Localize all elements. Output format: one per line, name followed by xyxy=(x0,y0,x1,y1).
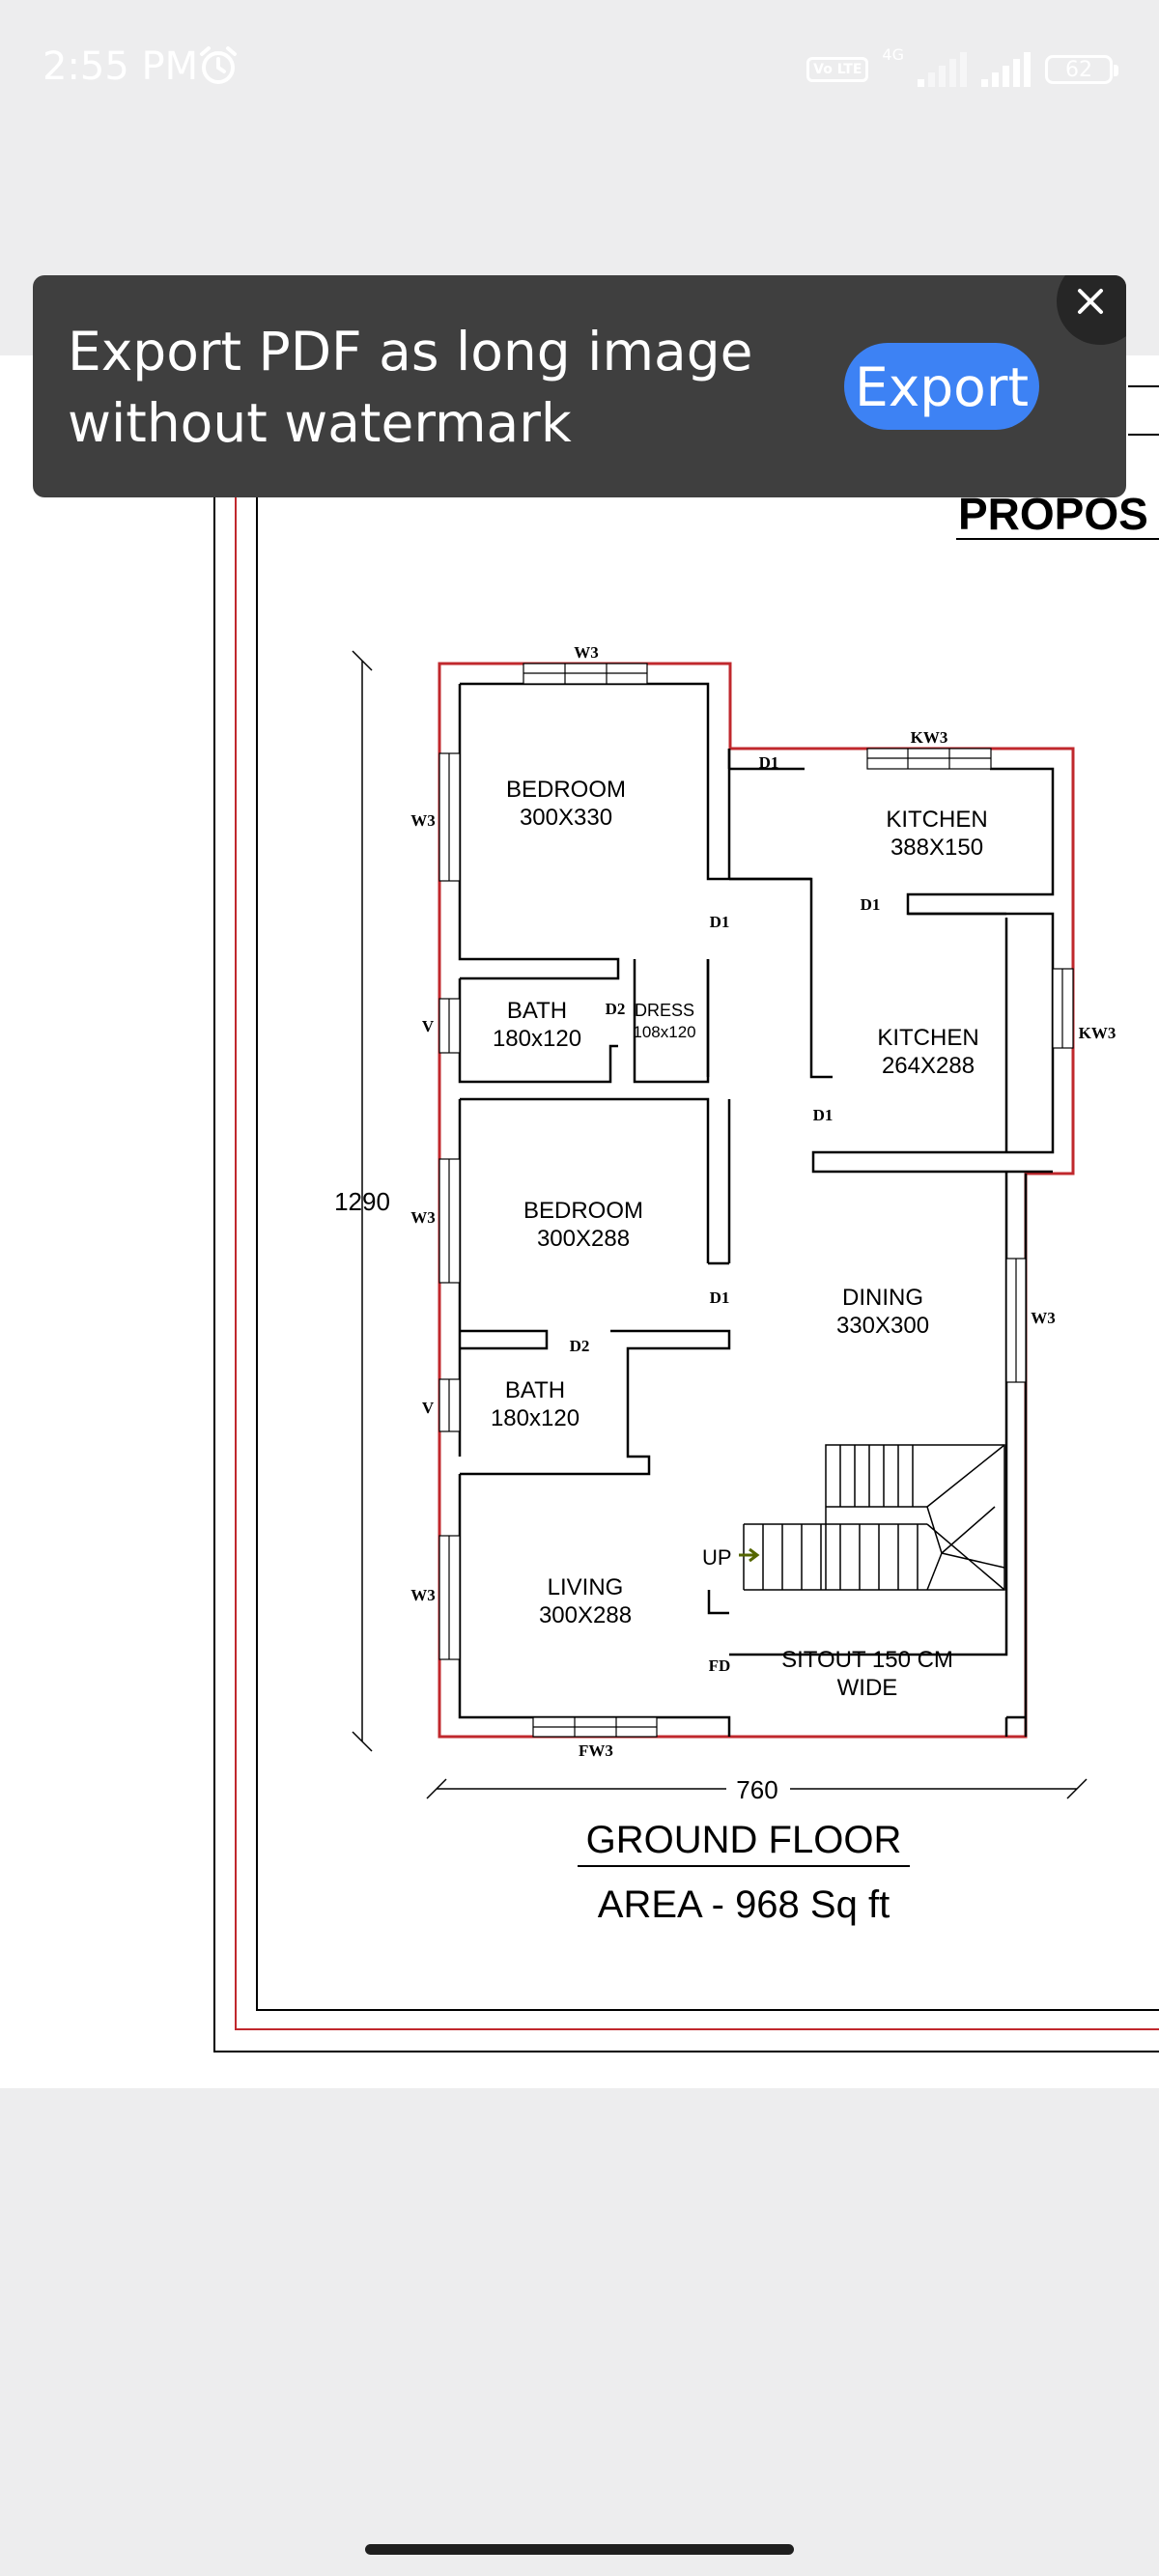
room-size: 108x120 xyxy=(633,1023,695,1041)
windows xyxy=(438,663,1074,1738)
battery-level: 62 xyxy=(1065,57,1092,82)
battery-icon: 62 xyxy=(1045,55,1118,84)
svg-text:W3: W3 xyxy=(410,1586,436,1604)
signal-icon xyxy=(981,52,1031,87)
room-name: KITCHEN xyxy=(886,807,987,833)
signal-icon xyxy=(918,52,967,87)
banner-line-2: without watermark xyxy=(68,392,572,454)
room-name: DRESS xyxy=(635,1001,694,1020)
room-labels: BEDROOM 300X330 KITCHEN 388X150 BATH 180… xyxy=(491,777,988,1701)
room-size: 300X288 xyxy=(537,1226,630,1252)
svg-text:V: V xyxy=(422,1399,435,1417)
alarm-icon xyxy=(200,46,237,84)
volte-badge: Vo LTE xyxy=(806,57,869,82)
dimension-width: 760 xyxy=(736,1775,777,1804)
svg-text:D1: D1 xyxy=(759,753,779,772)
room-size: 300X288 xyxy=(539,1602,632,1628)
svg-text:KW3: KW3 xyxy=(1079,1024,1117,1042)
dimension-height: 1290 xyxy=(334,1187,390,1216)
close-icon xyxy=(1078,289,1103,314)
home-indicator[interactable] xyxy=(365,2544,794,2555)
svg-text:D1: D1 xyxy=(861,895,881,914)
drawing-title: GROUND FLOOR xyxy=(586,1819,902,1861)
stair-up-label: UP xyxy=(702,1545,732,1570)
status-bar: 2:55 PM Vo LTE 4G 62 xyxy=(0,0,1159,135)
svg-text:D1: D1 xyxy=(710,913,730,931)
svg-text:D2: D2 xyxy=(606,1000,626,1018)
status-icons: Vo LTE 4G 62 xyxy=(806,44,1118,91)
room-name: BEDROOM xyxy=(506,777,626,803)
staircase xyxy=(743,1444,1005,1591)
svg-text:V: V xyxy=(422,1017,435,1035)
room-name: LIVING xyxy=(548,1574,624,1600)
room-name: DINING xyxy=(842,1285,923,1311)
dimension-lines xyxy=(352,650,1088,1799)
banner-line-1: Export PDF as long image xyxy=(68,321,753,382)
room-name: WIDE xyxy=(837,1675,898,1701)
svg-text:W3: W3 xyxy=(574,643,599,662)
room-name: SITOUT 150 CM xyxy=(781,1647,953,1673)
banner-message: Export PDF as long image without waterma… xyxy=(68,316,763,459)
room-size: 330X300 xyxy=(836,1313,929,1339)
room-name: BATH xyxy=(505,1377,565,1403)
room-name: BATH xyxy=(507,998,567,1024)
svg-text:D2: D2 xyxy=(570,1337,590,1355)
room-size: 180x120 xyxy=(491,1405,580,1431)
close-banner-button[interactable] xyxy=(1057,275,1126,345)
svg-text:W3: W3 xyxy=(1031,1309,1056,1327)
room-size: 180x120 xyxy=(493,1026,581,1052)
room-name: KITCHEN xyxy=(877,1025,978,1051)
export-button[interactable]: Export xyxy=(844,343,1039,430)
walls xyxy=(458,682,1055,1737)
pdf-page[interactable]: PROPOS xyxy=(0,355,1159,2088)
svg-text:W3: W3 xyxy=(410,811,436,830)
svg-text:D1: D1 xyxy=(813,1106,834,1124)
room-size: 388X150 xyxy=(890,835,983,861)
floor-plan-drawing: PROPOS xyxy=(213,385,1159,2052)
network-type: 4G xyxy=(882,44,904,64)
svg-text:KW3: KW3 xyxy=(911,728,948,747)
room-size: 264X288 xyxy=(882,1053,975,1079)
export-banner: Export PDF as long image without waterma… xyxy=(33,275,1126,497)
svg-text:W3: W3 xyxy=(410,1208,436,1227)
svg-text:D1: D1 xyxy=(710,1288,730,1307)
svg-text:FD: FD xyxy=(709,1656,731,1675)
drawing-area: AREA - 968 Sq ft xyxy=(598,1883,890,1926)
page-frame xyxy=(213,385,1159,2052)
opening-tags: W3 KW3 W3 V W3 V W3 KW3 W3 D1 D1 D1 D1 D… xyxy=(410,643,1116,1760)
room-size: 300X330 xyxy=(520,805,612,831)
svg-text:FW3: FW3 xyxy=(579,1741,613,1760)
up-arrow-icon xyxy=(739,1547,760,1563)
status-time: 2:55 PM xyxy=(42,44,199,89)
room-name: BEDROOM xyxy=(523,1198,643,1224)
